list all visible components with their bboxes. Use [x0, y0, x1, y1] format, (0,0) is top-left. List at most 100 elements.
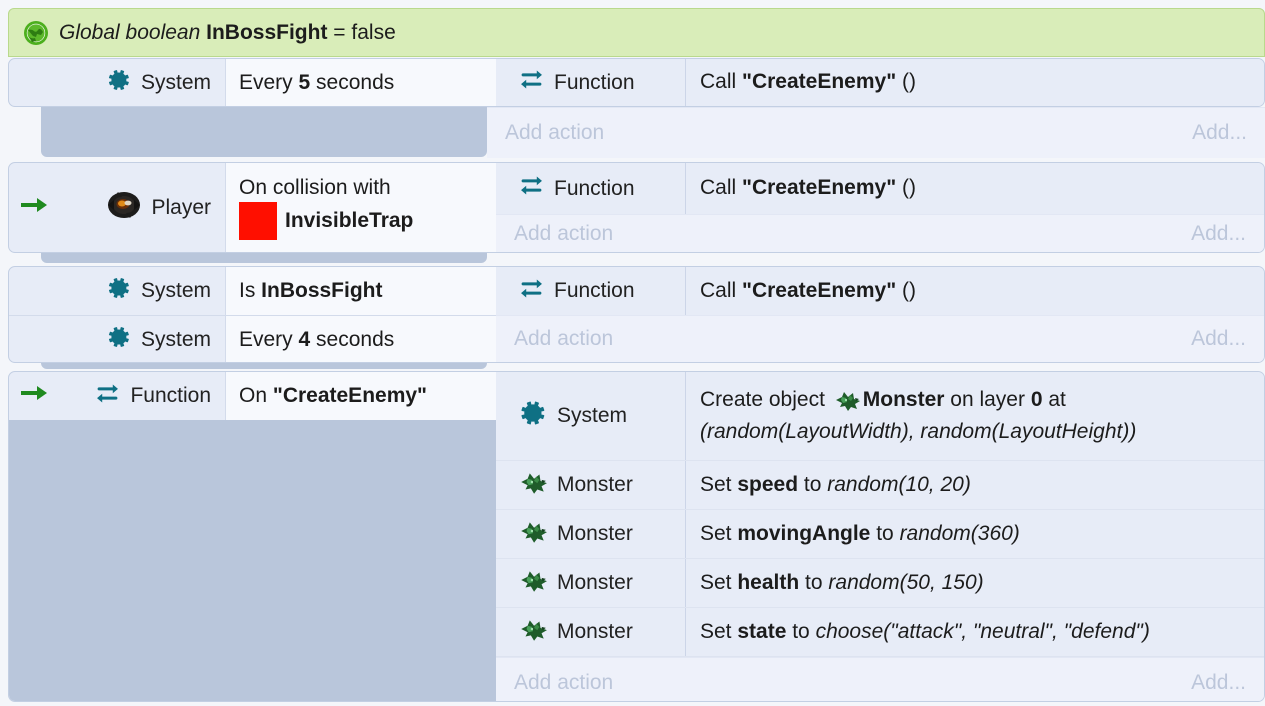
action-line1-b: on layer [944, 388, 1031, 412]
action-text-post: () [896, 70, 916, 94]
monster-sprite-icon [518, 470, 548, 500]
action-text[interactable]: Call "CreateEnemy" () [685, 59, 1264, 106]
condition-object-name: System [140, 327, 211, 351]
condition-text[interactable]: On "CreateEnemy" [225, 372, 496, 420]
global-variable-value: false [351, 20, 396, 44]
add-action-label: Add action [514, 670, 614, 694]
action-text-italic: random(360) [899, 521, 1020, 545]
action-object-cell[interactable]: System [496, 372, 685, 460]
action-text-pre: Call [700, 70, 743, 94]
action-row[interactable]: System Create object Monster on layer 0 … [496, 372, 1264, 461]
condition-row[interactable]: System Is InBossFight [9, 267, 496, 315]
add-more-label: Add... [1192, 121, 1247, 144]
condition-text-bold: 5 [298, 70, 311, 94]
action-text-italic: random(50, 150) [828, 570, 984, 594]
condition-text-post: seconds [310, 327, 395, 351]
action-object-cell[interactable]: Monster [496, 559, 685, 607]
global-variable-prefix: Global boolean [59, 20, 201, 44]
condition-text[interactable]: Every 5 seconds [225, 59, 496, 106]
arrow-right-icon [21, 383, 48, 409]
action-row[interactable]: Monster Set health to random(50, 150) [496, 559, 1264, 608]
action-text-pre: Call [700, 278, 743, 302]
action-object-name: Monster [557, 522, 633, 545]
action-text[interactable]: Set health to random(50, 150) [685, 559, 1264, 607]
event-1-add-action[interactable]: Add action Add... [487, 107, 1265, 158]
action-text-italic: choose("attack", "neutral", "defend") [815, 619, 1150, 643]
condition-text-bold: InBossFight [261, 279, 383, 303]
event-2[interactable]: Player On collision with InvisibleTrap [8, 162, 1265, 253]
action-row[interactable]: Monster Set speed to random(10, 20) [496, 461, 1264, 510]
condition-object-name: Player [151, 195, 211, 219]
action-line1-c: at [1042, 388, 1066, 412]
action-object-cell[interactable]: Monster [496, 510, 685, 558]
condition-text-pre: Every [239, 70, 299, 94]
condition-object-cell[interactable]: Function [9, 372, 225, 420]
action-object-name: System [557, 404, 628, 427]
action-text-bold: movingAngle [737, 521, 871, 545]
condition-text-pre: Every [239, 327, 299, 351]
action-text-pre: Call [700, 176, 743, 200]
action-text[interactable]: Call "CreateEnemy" () [685, 267, 1264, 315]
action-object-name: Monster [557, 620, 633, 643]
event-4[interactable]: Function On "CreateEnemy" System Create … [8, 371, 1265, 702]
action-object-cell[interactable]: Monster [496, 461, 685, 509]
action-text-pre: Set [700, 521, 738, 545]
monster-sprite-icon [518, 568, 548, 598]
action-text-bold: "CreateEnemy" [742, 278, 897, 302]
action-line1-bold: Monster [862, 388, 945, 412]
action-object-cell[interactable]: Function [496, 267, 685, 315]
action-object-name: Function [554, 279, 635, 302]
action-text-post: () [896, 176, 916, 200]
system-gear-icon [518, 398, 548, 434]
condition-row[interactable]: Player On collision with InvisibleTrap [9, 163, 496, 252]
action-row[interactable]: Function Call "CreateEnemy" () [496, 267, 1264, 315]
action-row[interactable]: Function Call "CreateEnemy" () [496, 163, 1264, 214]
event-3[interactable]: System Is InBossFight System Every 4 sec… [8, 266, 1265, 363]
event-3-add-action[interactable]: Add action Add... [496, 315, 1264, 362]
condition-object-cell[interactable]: System [9, 267, 225, 315]
condition-row[interactable]: Function On "CreateEnemy" [9, 372, 496, 420]
condition-text[interactable]: Is InBossFight [225, 267, 496, 315]
condition-text[interactable]: Every 4 seconds [225, 316, 496, 362]
condition-text[interactable]: On collision with InvisibleTrap [225, 163, 496, 252]
global-variable-equals: = [333, 20, 346, 44]
action-text-pre: Set [700, 472, 738, 496]
action-row[interactable]: Function Call "CreateEnemy" () [496, 59, 1264, 106]
event-2-add-action[interactable]: Add action Add... [496, 214, 1264, 252]
monster-sprite-icon [518, 519, 548, 549]
action-text[interactable]: Create object Monster on layer 0 at (ran… [685, 372, 1264, 460]
condition-object-cell[interactable]: System [9, 316, 225, 362]
action-text-bold: speed [737, 472, 799, 496]
condition-row[interactable]: System Every 4 seconds [9, 315, 496, 362]
monster-sprite-icon [518, 617, 548, 647]
global-variable-row[interactable]: Global boolean InBossFight = false [8, 8, 1265, 57]
action-object-cell[interactable]: Monster [496, 608, 685, 656]
action-row[interactable]: Monster Set state to choose("attack", "n… [496, 608, 1264, 657]
action-text-mid: to [799, 570, 829, 594]
action-row[interactable]: Monster Set movingAngle to random(360) [496, 510, 1264, 559]
player-sprite-icon [106, 189, 142, 227]
action-text[interactable]: Call "CreateEnemy" () [685, 163, 1264, 214]
add-more-label: Add... [1191, 327, 1246, 350]
action-text-bold: state [737, 619, 787, 643]
action-object-cell[interactable]: Function [496, 59, 685, 106]
add-action-label: Add action [514, 327, 614, 350]
event-3-shadow [41, 359, 487, 369]
event-4-actions: System Create object Monster on layer 0 … [496, 372, 1264, 701]
condition-text-post: seconds [310, 70, 395, 94]
globe-icon [23, 20, 49, 46]
monster-sprite-icon [833, 389, 861, 418]
event-1[interactable]: System Every 5 seconds Function Call "Cr… [8, 58, 1265, 107]
action-text[interactable]: Set state to choose("attack", "neutral",… [685, 608, 1264, 656]
event-4-add-action[interactable]: Add action Add... [496, 657, 1264, 701]
add-more-label: Add... [1191, 670, 1246, 694]
action-text-pre: Set [700, 570, 738, 594]
action-text[interactable]: Set speed to random(10, 20) [685, 461, 1264, 509]
action-text[interactable]: Set movingAngle to random(360) [685, 510, 1264, 558]
condition-row[interactable]: System Every 5 seconds [9, 59, 496, 106]
condition-object-cell[interactable]: Player [9, 163, 225, 252]
condition-line-2: InvisibleTrap [285, 209, 414, 233]
action-object-cell[interactable]: Function [496, 163, 685, 214]
condition-object-cell[interactable]: System [9, 59, 225, 106]
